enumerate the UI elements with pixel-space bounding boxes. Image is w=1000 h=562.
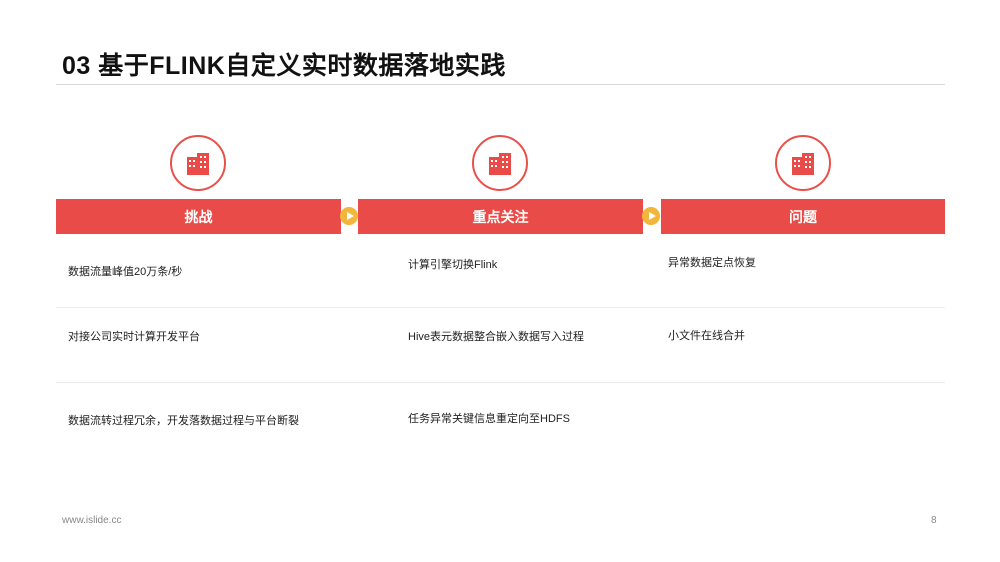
column-3-icon-circle [775,135,831,191]
title-divider [56,84,945,85]
column-header-challenge: 挑战 [56,199,341,234]
footer-website: www.islide.cc [62,515,122,526]
play-arrow-icon [642,207,660,225]
row-divider [56,382,945,383]
column-2-icon-circle [472,135,528,191]
list-item: Hive表元数据整合嵌入数据写入过程 [408,331,585,343]
column-header-problems: 问题 [661,199,945,234]
list-item: 数据流量峰值20万条/秒 [68,266,183,278]
list-item: 小文件在线合并 [668,330,745,342]
column-header-focus: 重点关注 [358,199,643,234]
building-icon [187,153,209,175]
slide-title: 03 基于FLINK自定义实时数据落地实践 [62,52,506,80]
building-icon [792,153,814,175]
list-item: 任务异常关键信息重定向至HDFS [408,413,570,425]
row-divider [56,307,945,308]
list-item: 数据流转过程冗余，开发落数据过程与平台断裂 [68,415,299,427]
list-item: 计算引擎切换Flink [408,259,498,271]
list-item: 对接公司实时计算开发平台 [68,331,200,343]
list-item: 异常数据定点恢复 [668,257,756,269]
building-icon [489,153,511,175]
page-number: 8 [931,515,937,526]
play-arrow-icon [340,207,358,225]
column-1-icon-circle [170,135,226,191]
